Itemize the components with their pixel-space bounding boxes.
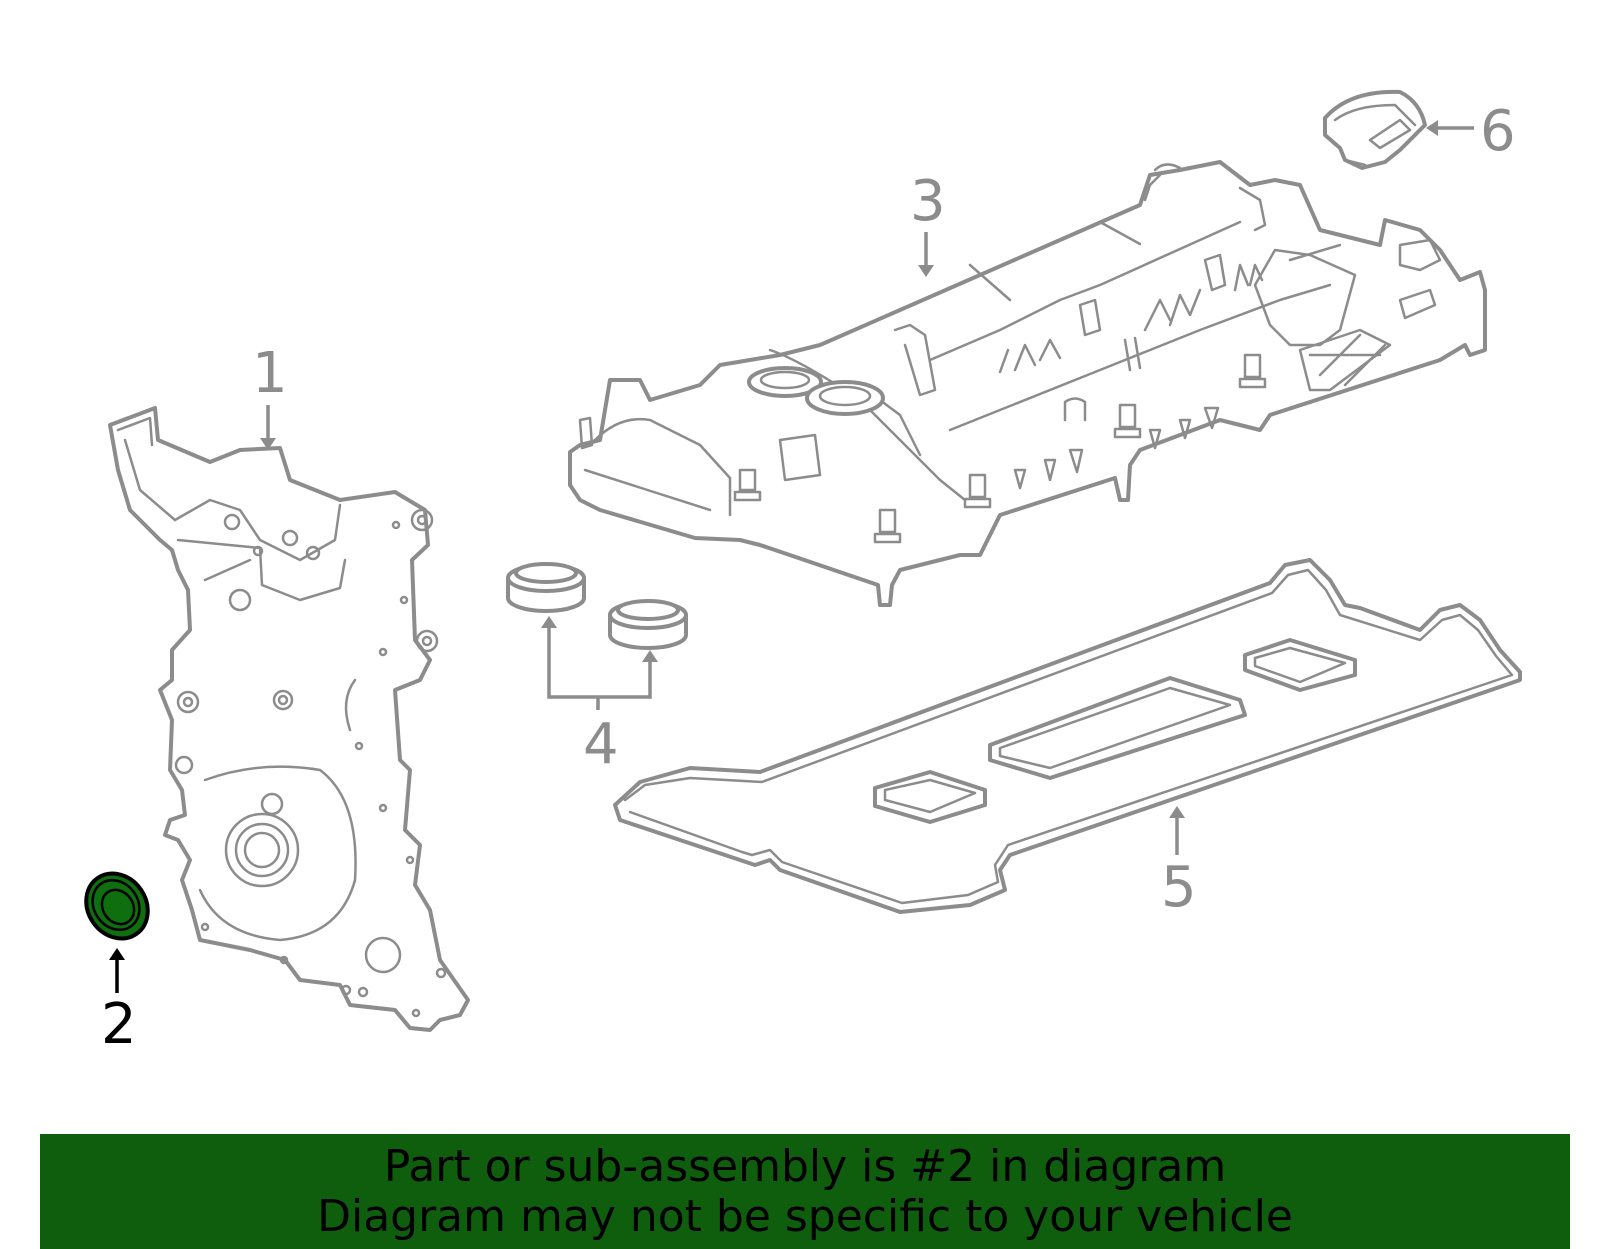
leader-arrow-2 [109,948,125,960]
leader-arrow-6 [1426,120,1438,136]
callout-2[interactable]: 2 [101,992,137,1057]
leader-arrow-5 [1169,806,1185,818]
part-1-engine-front-cover[interactable] [108,406,470,1032]
part-3-valve-cover[interactable] [568,160,1487,607]
leader-arrow-3 [918,265,934,277]
part-2-seal-highlighted[interactable] [74,862,161,951]
leader-arrow-4a [541,616,557,628]
banner-line-1: Part or sub-assembly is #2 in diagram [383,1140,1227,1192]
info-banner: Part or sub-assembly is #2 in diagram Di… [40,1134,1570,1249]
part-5-gasket[interactable] [613,558,1522,914]
banner-line-2: Diagram may not be specific to your vehi… [317,1190,1293,1242]
leader-line-4 [547,622,652,710]
part-6-oil-filler-cap[interactable] [1323,89,1427,170]
callout-5[interactable]: 5 [1161,855,1197,920]
part-4-tube-seals[interactable] [506,562,688,650]
leader-arrow-1 [260,438,276,450]
callout-4[interactable]: 4 [583,712,619,777]
callout-3[interactable]: 3 [910,169,946,234]
callout-1[interactable]: 1 [252,341,288,406]
callout-6[interactable]: 6 [1480,99,1516,164]
leader-arrow-4b [642,650,658,662]
